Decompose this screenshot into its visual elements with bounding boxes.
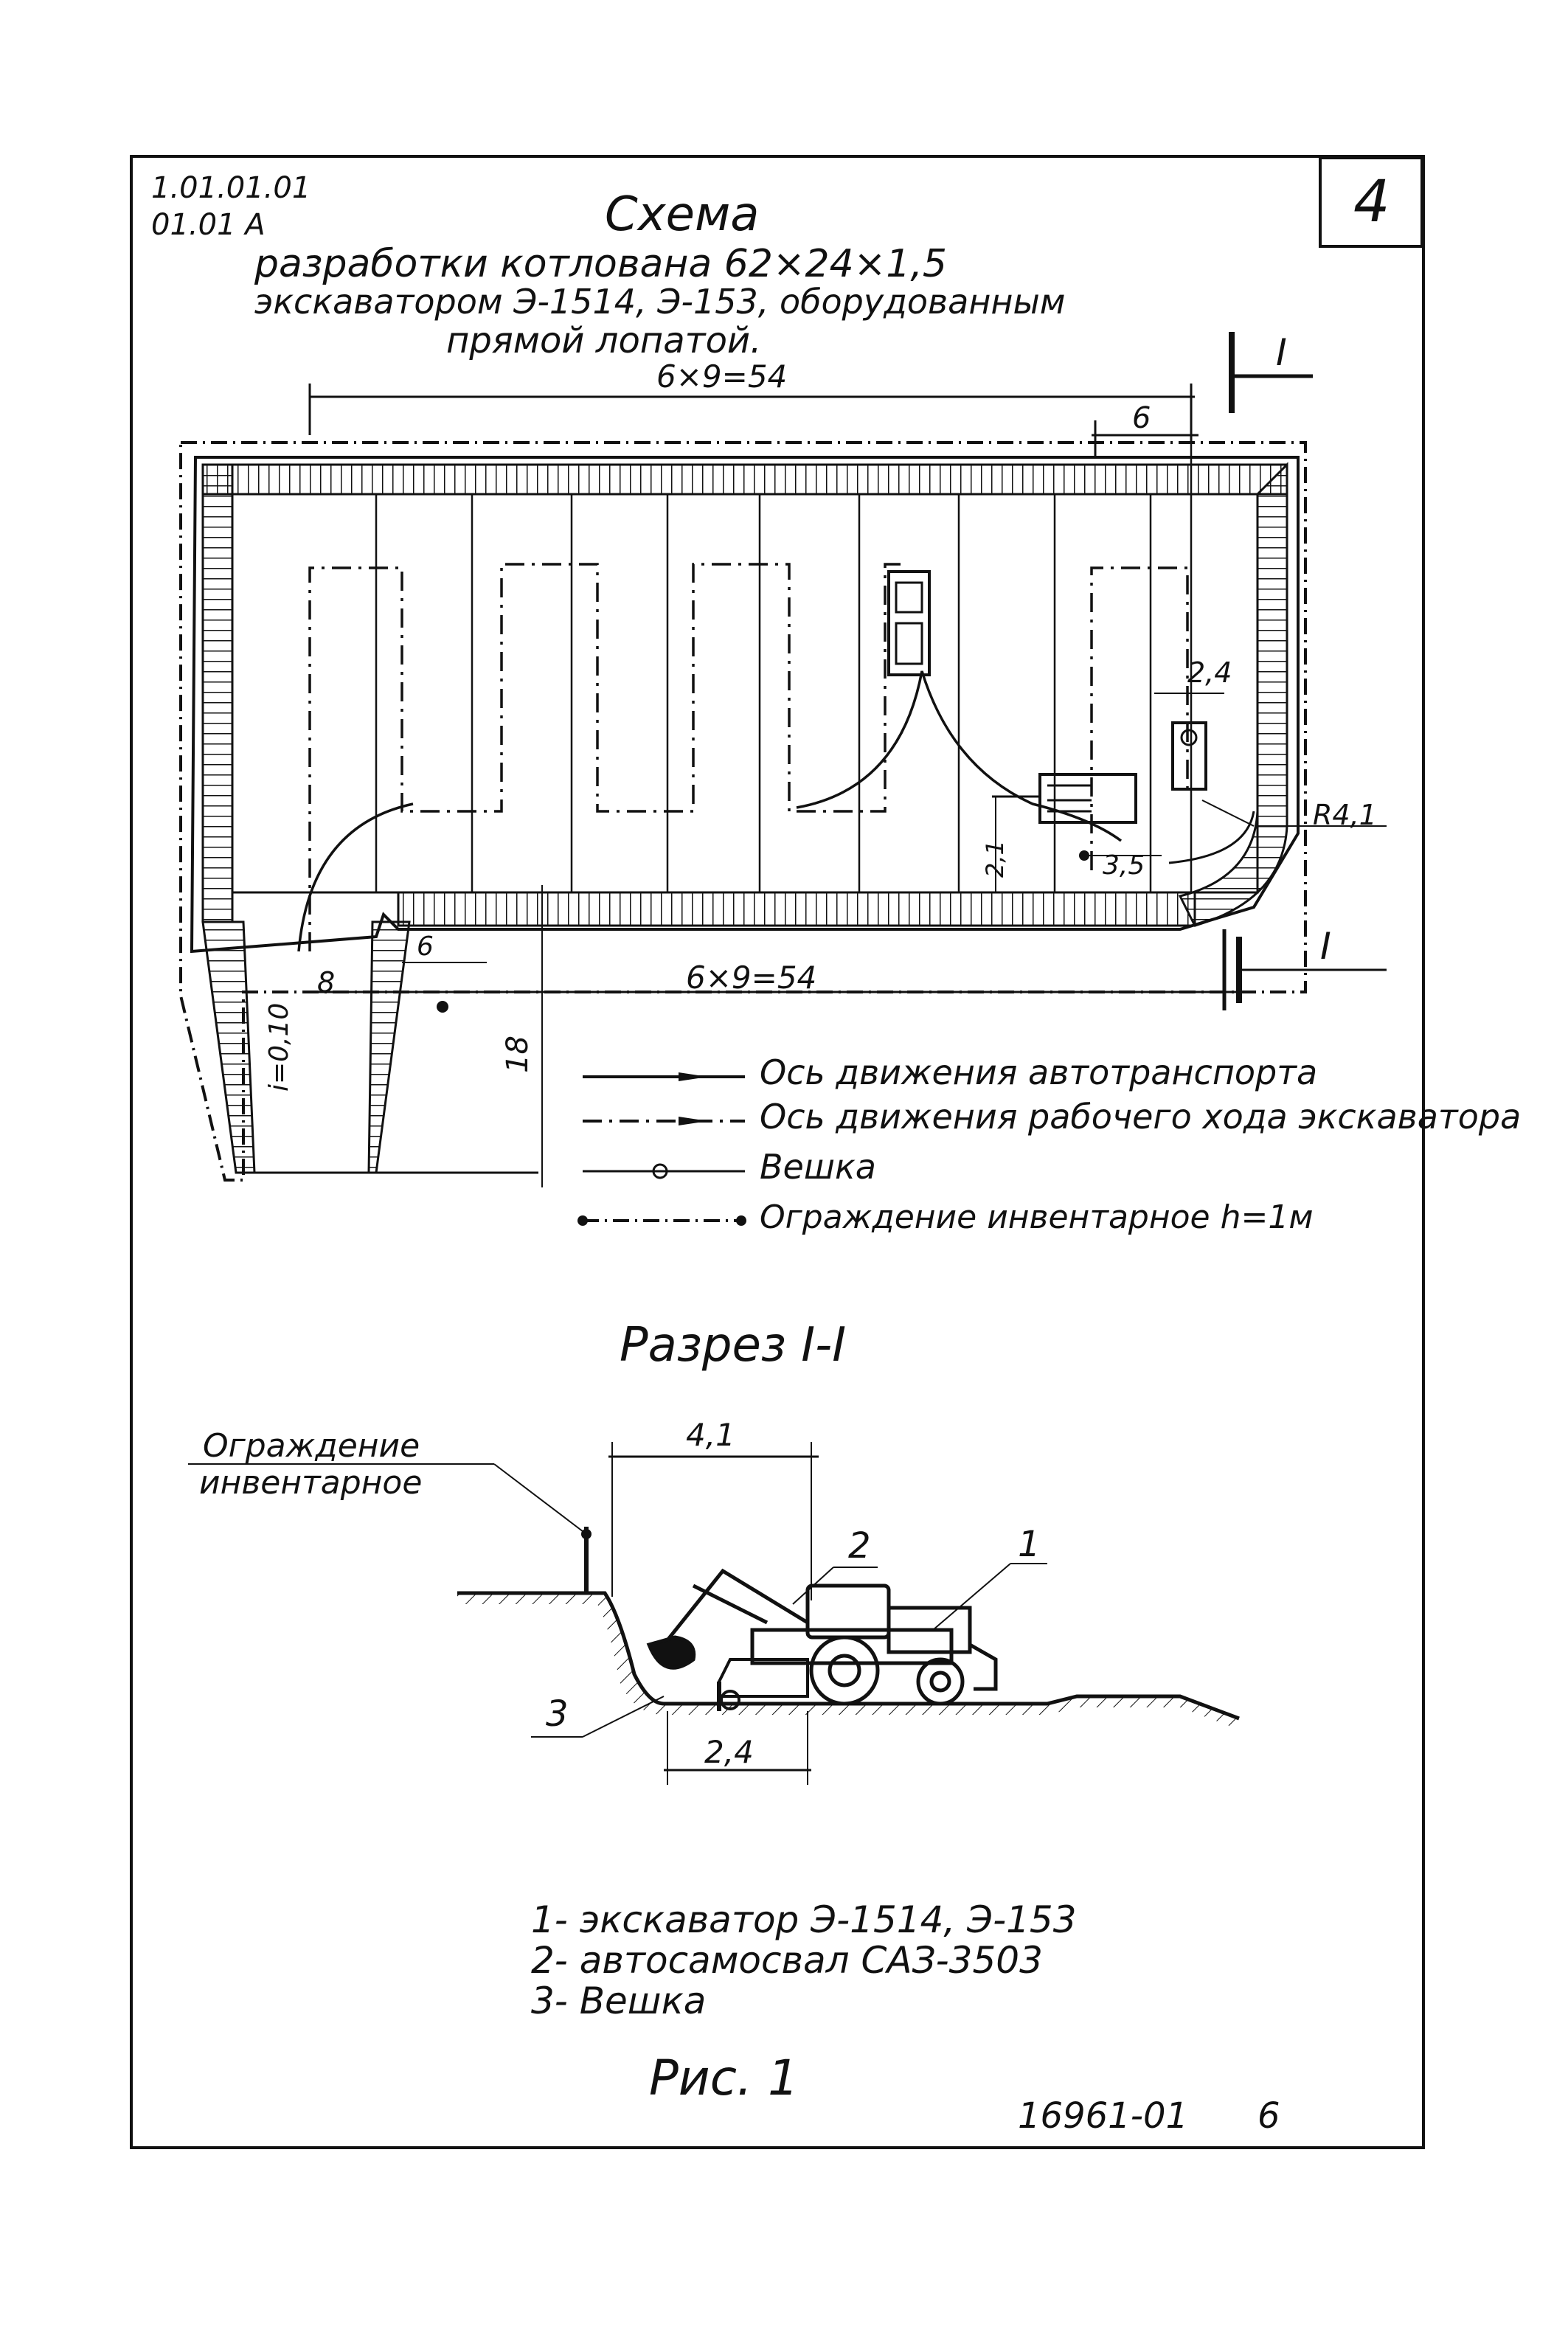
section-mark-bottom: I xyxy=(1236,925,1387,1003)
callout-2: 2 xyxy=(792,1525,878,1605)
svg-text:Вешка: Вешка xyxy=(760,1147,876,1187)
dim-2-1-3-5: 2,1 3,5 xyxy=(981,797,1162,892)
section-mark-top: I xyxy=(1229,331,1313,413)
callout-3: 3 xyxy=(531,1693,665,1738)
fence-label-line1: Ограждение xyxy=(203,1427,420,1465)
note-line1: 1- экскаватор Э-1514, Э-153 xyxy=(531,1898,1077,1941)
svg-text:6×9=54: 6×9=54 xyxy=(686,960,816,996)
excavator-section xyxy=(646,1568,998,1706)
page-title: Схема xyxy=(605,187,759,242)
note-line3: 3- Вешка xyxy=(531,1980,706,2022)
note-line2: 2- автосамосвал САЗ-3503 xyxy=(531,1939,1043,1982)
dim-2-4-plan: 2,4 xyxy=(1154,656,1232,694)
svg-text:3: 3 xyxy=(546,1693,569,1735)
svg-text:2,1: 2,1 xyxy=(981,840,1009,878)
legend-item-fence: Ограждение инвентарное h=1м xyxy=(577,1198,1314,1236)
dim-4-1-section: 4,1 xyxy=(608,1417,819,1600)
dim-top: 6×9=54 xyxy=(308,358,1195,443)
fence-label-line2: инвентарное xyxy=(199,1464,422,1502)
slope-right xyxy=(1178,462,1288,927)
sheet-number: 4 xyxy=(1353,169,1390,235)
figure-label: Рис. 1 xyxy=(649,2050,799,2106)
ramp-right-wedge xyxy=(367,920,411,1174)
dim-6-top: 6 xyxy=(1092,401,1198,457)
ramp-left-wedge xyxy=(201,920,256,1174)
svg-text:2,4: 2,4 xyxy=(704,1734,754,1770)
dim-8: 8 xyxy=(317,966,335,999)
sheet-number-box xyxy=(1319,156,1423,248)
dump-truck-section xyxy=(718,1658,809,1710)
svg-text:I: I xyxy=(1320,925,1331,968)
strip-dividers xyxy=(375,443,1193,892)
svg-text:6: 6 xyxy=(1132,401,1151,435)
svg-text:Ось движения автотранспорта: Ось движения автотранспорта xyxy=(760,1052,1317,1092)
dim-bottom: 6×9=54 xyxy=(310,929,1254,1010)
excavator-axis-path xyxy=(308,563,1189,951)
subtitle-line3: прямой лопатой. xyxy=(446,320,761,361)
pit-outer-rim xyxy=(190,456,1300,954)
excavator-plan xyxy=(992,773,1137,824)
fence-post-section xyxy=(581,1527,592,1593)
dim-2-4-section: 2,4 xyxy=(664,1711,811,1785)
svg-text:6: 6 xyxy=(417,932,434,962)
svg-text:18: 18 xyxy=(501,1035,535,1073)
svg-text:I: I xyxy=(1276,331,1287,374)
svg-text:1: 1 xyxy=(1018,1524,1041,1565)
slope-left xyxy=(201,463,234,923)
dim-slope: i=0,10 xyxy=(264,1003,294,1092)
pit-bottom xyxy=(231,493,1259,894)
dim-18: 18 xyxy=(501,885,543,1187)
page-number: 6 xyxy=(1257,2095,1280,2137)
code-line2: 01.01 A xyxy=(151,208,266,242)
code-line1: 1.01.01.01 xyxy=(151,171,311,205)
svg-text:4,1: 4,1 xyxy=(686,1417,735,1453)
dump-truck-plan xyxy=(887,570,931,676)
svg-text:6×9=54: 6×9=54 xyxy=(656,358,787,395)
truck-axis-path xyxy=(297,670,1123,952)
svg-text:3,5: 3,5 xyxy=(1103,850,1145,881)
section-title: Разрез I-I xyxy=(620,1318,846,1373)
callout-1: 1 xyxy=(932,1524,1047,1631)
legend-item-excavator-axis: Ось движения рабочего хода экскаватора xyxy=(583,1097,1521,1137)
stakes-plan xyxy=(437,850,1089,1013)
excavator-small-plan xyxy=(1171,721,1207,791)
radius-arc xyxy=(1168,811,1255,864)
slope-bottom xyxy=(397,891,1196,927)
svg-text:2: 2 xyxy=(848,1525,871,1567)
subtitle-line1: разработки котлована 62×24×1,5 xyxy=(254,242,947,286)
sheet-frame xyxy=(130,155,1425,2149)
legend-item-truck-axis: Ось движения автотранспорта xyxy=(583,1052,1317,1092)
svg-text:2,4: 2,4 xyxy=(1187,656,1232,689)
slope-top xyxy=(201,463,1288,496)
svg-text:Ось движения рабочего хода экс: Ось движения рабочего хода экскаватора xyxy=(760,1097,1521,1137)
fence-outline xyxy=(179,441,1307,1182)
svg-text:Ограждение инвентарное h=1м: Ограждение инвентарное h=1м xyxy=(760,1198,1314,1236)
doc-number: 16961-01 xyxy=(1018,2095,1188,2137)
dim-6-bottom: 6 xyxy=(402,932,487,963)
legend-item-stake: Вешка xyxy=(583,1147,876,1187)
subtitle-line2: экскаватором Э-1514, Э-153, оборудованны… xyxy=(254,282,1066,322)
legend: Ось движения автотранспорта Ось движения… xyxy=(577,1052,1521,1236)
